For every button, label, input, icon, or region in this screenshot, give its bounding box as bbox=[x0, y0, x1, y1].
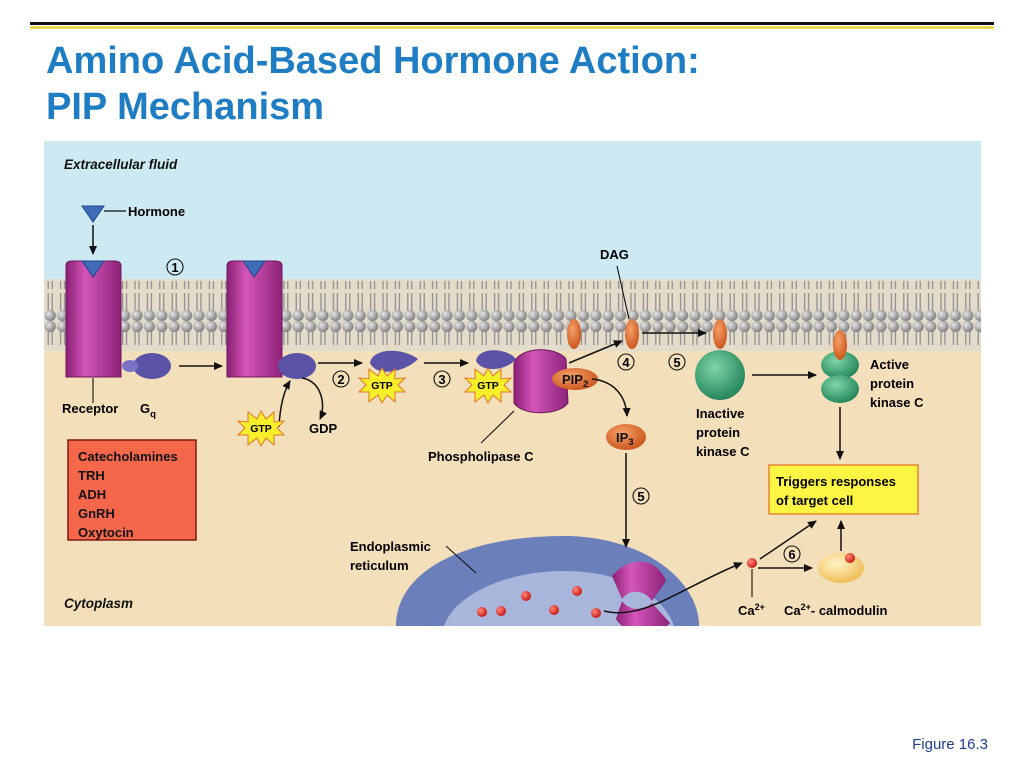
gtp-label-step-3: GTP bbox=[477, 380, 499, 392]
g-protein-on-receptor bbox=[278, 353, 316, 379]
phospholipase-pointer bbox=[480, 410, 515, 444]
step-5-badge-ip3 bbox=[632, 487, 650, 505]
phospholipase-label: Phospholipase C bbox=[428, 449, 534, 464]
calcium-ion bbox=[747, 558, 757, 568]
g-protein-on-plc bbox=[476, 350, 516, 370]
dag-molecule bbox=[625, 319, 639, 349]
er-label: Endoplasmic reticulum bbox=[350, 539, 435, 573]
arrow-calcium-release bbox=[603, 562, 743, 614]
arrow-pip2-to-dag bbox=[568, 340, 623, 364]
er-calcium-ion bbox=[591, 608, 601, 618]
slide-title: Amino Acid-Based Hormone Action: PIP Mec… bbox=[46, 38, 700, 130]
receptor-bound bbox=[226, 260, 283, 378]
inactive-protein-kinase-c bbox=[695, 350, 745, 400]
er-calcium-channel bbox=[612, 561, 670, 626]
hormones-list: Catecholamines TRH ADH GnRH Oxytocin bbox=[78, 449, 181, 540]
step-1-badge bbox=[166, 258, 184, 276]
g-protein-gtp-bound bbox=[370, 350, 418, 372]
ip3-molecule bbox=[606, 424, 646, 450]
active-pkc-label: Active protein kinase C bbox=[870, 357, 924, 410]
gtp-star-incoming bbox=[236, 409, 286, 448]
triggers-responses-box bbox=[768, 464, 919, 515]
step-4-badge bbox=[617, 353, 635, 371]
step-4-number: 4 bbox=[622, 355, 630, 370]
er-calcium-ion bbox=[572, 586, 582, 596]
receptor-unbound bbox=[65, 260, 122, 378]
active-protein-kinase-c bbox=[821, 330, 859, 403]
er-pointer bbox=[445, 545, 477, 574]
inactive-pkc-label: Inactive protein kinase C bbox=[696, 406, 750, 459]
title-rule-yellow bbox=[30, 26, 994, 29]
lipid-bilayer bbox=[44, 281, 981, 345]
er-calcium-ion bbox=[477, 607, 487, 617]
hormone-item: Catecholamines bbox=[78, 449, 178, 464]
dag-molecule-split bbox=[567, 319, 581, 349]
step-6-number: 6 bbox=[788, 547, 795, 562]
hormone-label: Hormone bbox=[128, 204, 185, 219]
gq-label: Gq bbox=[140, 401, 156, 420]
extracellular-region bbox=[44, 141, 981, 286]
ip3-label: IP3 bbox=[616, 430, 634, 448]
hormone-item: Oxytocin bbox=[78, 525, 134, 540]
arrow-gdp-release bbox=[301, 377, 327, 420]
calmodulin-calcium-ion bbox=[845, 553, 855, 563]
arrow-pip2-to-ip3 bbox=[591, 378, 631, 417]
calcium-label: Ca2+ bbox=[738, 602, 765, 618]
extracellular-label: Extracellular fluid bbox=[64, 157, 178, 172]
step-3-number: 3 bbox=[438, 372, 445, 387]
receptor-label: Receptor bbox=[62, 401, 118, 416]
hormone-item: TRH bbox=[78, 468, 105, 483]
calmodulin bbox=[818, 553, 864, 583]
step-2-number: 2 bbox=[337, 372, 344, 387]
hormone-icon bbox=[81, 205, 105, 223]
er-calcium-ion bbox=[521, 591, 531, 601]
step-5-number-dag: 5 bbox=[673, 355, 680, 370]
hormone-item: GnRH bbox=[78, 506, 115, 521]
pip2-label: PIP2 bbox=[562, 372, 588, 390]
step-6-badge bbox=[783, 545, 801, 563]
step-5-badge-dag bbox=[668, 353, 686, 371]
phospholipase-c bbox=[513, 349, 569, 414]
triggers-responses-label: Triggers responses of target cell bbox=[776, 474, 900, 508]
dag-molecule-bound bbox=[713, 319, 727, 349]
step-5-number-ip3: 5 bbox=[637, 489, 644, 504]
hormones-list-box bbox=[67, 439, 197, 541]
pip2-molecule bbox=[552, 368, 598, 390]
title-rule-dark bbox=[30, 22, 994, 25]
dag-label: DAG bbox=[600, 247, 629, 262]
ca-calmodulin-label: Ca2+- calmodulin bbox=[784, 602, 888, 618]
cytoplasm-label: Cytoplasm bbox=[64, 596, 133, 611]
gdp-label: GDP bbox=[309, 421, 338, 436]
step-1-number: 1 bbox=[171, 260, 178, 275]
gtp-star-step-2 bbox=[357, 366, 407, 405]
slide-title-line1: Amino Acid-Based Hormone Action: bbox=[46, 40, 700, 82]
arrow-calcium-to-response bbox=[759, 520, 817, 560]
step-3-badge bbox=[433, 370, 451, 388]
g-protein-inactive bbox=[122, 353, 171, 379]
er-calcium-ion bbox=[496, 606, 506, 616]
step-2-badge bbox=[332, 370, 350, 388]
er-calcium-ion bbox=[549, 605, 559, 615]
hormone-item: ADH bbox=[78, 487, 106, 502]
dag-pointer bbox=[616, 265, 630, 320]
gtp-label-step-2: GTP bbox=[371, 380, 393, 392]
slide-title-line2: PIP Mechanism bbox=[46, 86, 325, 128]
gtp-label-incoming: GTP bbox=[250, 423, 272, 435]
pip-mechanism-diagram: Extracellular fluid Cytoplasm Hormone 1 … bbox=[44, 141, 981, 626]
gtp-star-step-3 bbox=[463, 366, 513, 405]
figure-label: Figure 16.3 bbox=[912, 736, 988, 753]
